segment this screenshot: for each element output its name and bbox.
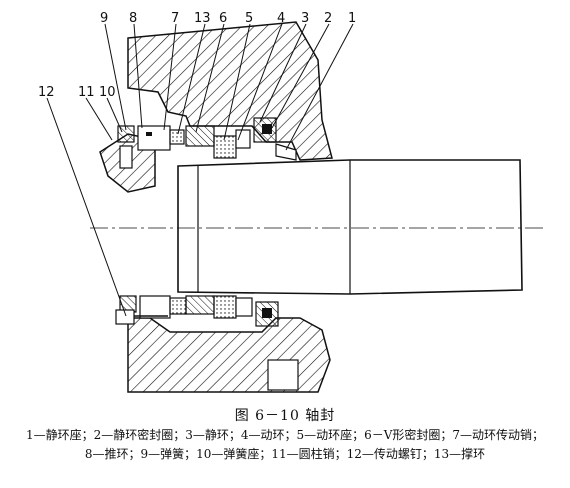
shaft-seal-drawing: 9 8 7 13 6 5 4 3 2 1 12 11 10 bbox=[38, 11, 545, 393]
housing-lower bbox=[127, 317, 331, 393]
callout-4: 4 bbox=[277, 11, 285, 26]
legend-line-1: 1—静环座；2—静环密封圈；3—静环；4—动环；5—动环座；6－V形密封圈；7—… bbox=[25, 428, 545, 442]
callout-3: 3 bbox=[301, 11, 309, 26]
callout-5: 5 bbox=[245, 11, 253, 26]
callout-7: 7 bbox=[171, 11, 179, 26]
seal-components-lower bbox=[115, 295, 279, 327]
callout-6: 6 bbox=[219, 11, 227, 26]
leader-lines bbox=[46, 23, 354, 317]
seal-components-upper bbox=[117, 117, 297, 169]
callout-labels: 9 8 7 13 6 5 4 3 2 1 12 11 10 bbox=[38, 11, 356, 100]
callout-8: 8 bbox=[129, 11, 137, 26]
callout-1: 1 bbox=[348, 11, 356, 26]
callout-2: 2 bbox=[324, 11, 332, 26]
callout-11: 11 bbox=[78, 85, 95, 100]
shaft bbox=[90, 159, 545, 295]
callout-9: 9 bbox=[100, 11, 108, 26]
legend-line-2: 8—推环；9—弹簧；10—弹簧座；11—圆柱销；12—传动螺钉；13—撑环 bbox=[84, 447, 486, 461]
callout-10: 10 bbox=[99, 85, 116, 100]
callout-12: 12 bbox=[38, 85, 55, 100]
callout-13: 13 bbox=[194, 11, 211, 26]
figure-legend: 1—静环座；2—静环密封圈；3—静环；4—动环；5—动环座；6－V形密封圈；7—… bbox=[6, 426, 564, 464]
figure-caption: 图 6－10 轴封 bbox=[234, 408, 336, 424]
